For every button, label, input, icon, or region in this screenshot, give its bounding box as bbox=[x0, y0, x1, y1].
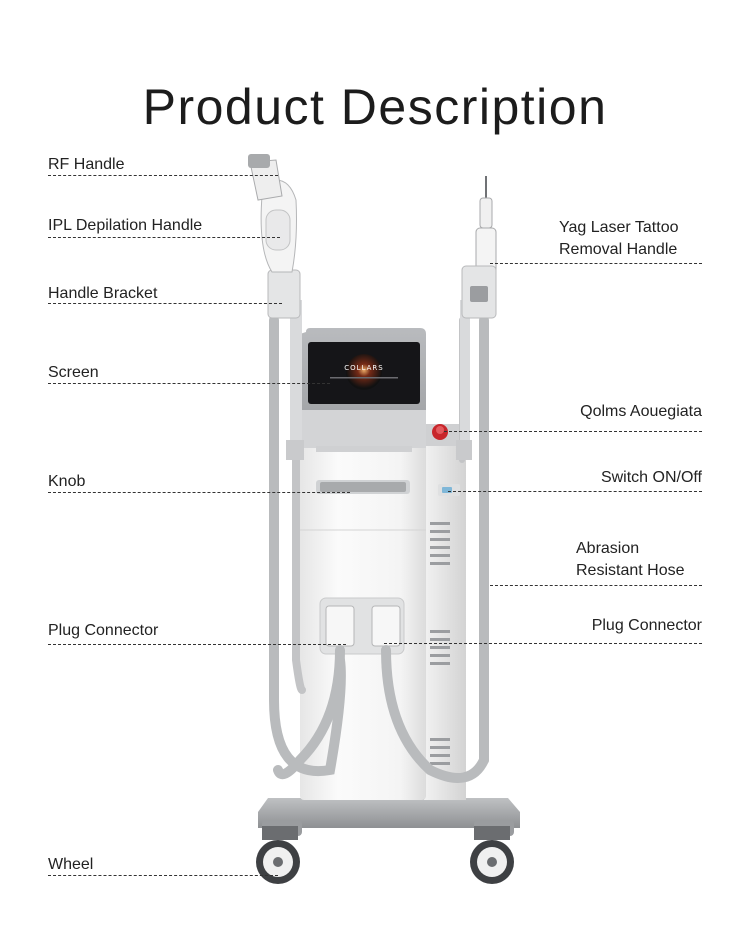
screen-brand-text: COLLARS bbox=[344, 364, 383, 372]
wheel-right bbox=[470, 826, 514, 884]
leader-line-emergency bbox=[444, 431, 702, 432]
label-emergency-stop: Qolms Aouegiata bbox=[580, 403, 702, 420]
label-yag-laser-line2: Removal Handle bbox=[559, 241, 678, 258]
label-screen: Screen bbox=[48, 364, 99, 381]
leader-line-handle-bracket bbox=[48, 303, 282, 304]
label-switch: Switch ON/Off bbox=[600, 469, 702, 486]
label-plug-connector-right: Plug Connector bbox=[591, 617, 702, 634]
label-hose-line1: Abrasion bbox=[576, 540, 640, 557]
leader-line-hose bbox=[490, 585, 702, 586]
leader-line-knob bbox=[48, 492, 350, 493]
label-knob: Knob bbox=[48, 473, 86, 490]
wheel-left bbox=[256, 826, 300, 884]
leader-line-plug-connector-right bbox=[384, 643, 702, 644]
page-title: Product Description bbox=[142, 78, 608, 135]
label-wheel: Wheel bbox=[48, 856, 94, 873]
leader-line-ipl-handle bbox=[48, 237, 280, 238]
label-yag-laser-line1: Yag Laser Tattoo bbox=[559, 219, 679, 236]
label-ipl-depilation-handle: IPL Depilation Handle bbox=[48, 217, 203, 234]
leader-line-plug-connector-left bbox=[48, 644, 346, 645]
label-rf-handle: RF Handle bbox=[48, 156, 125, 173]
leader-line-rf-handle bbox=[48, 175, 278, 176]
label-plug-connector-left: Plug Connector bbox=[48, 622, 159, 639]
leader-line-screen bbox=[48, 383, 330, 384]
label-hose-line2: Resistant Hose bbox=[576, 562, 685, 579]
leader-line-wheel bbox=[48, 875, 278, 876]
leader-line-switch bbox=[448, 491, 702, 492]
label-handle-bracket: Handle Bracket bbox=[48, 285, 158, 302]
leader-line-yag-handle bbox=[490, 263, 702, 264]
